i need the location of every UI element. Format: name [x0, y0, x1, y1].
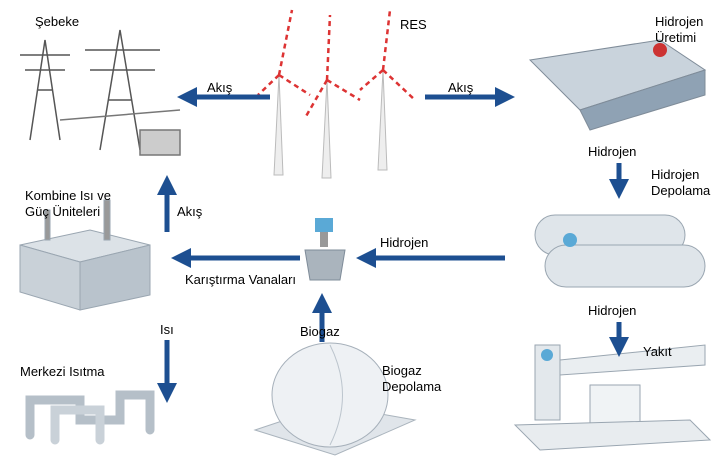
label-mixing-valves: Karıştırma Vanaları	[185, 272, 297, 287]
mixing-valve-icon	[304, 218, 346, 281]
label-chp-2: Güç Üniteleri	[25, 204, 101, 219]
label-h2-storage-1: Hidrojen	[651, 167, 700, 182]
district-heating-pipes-icon	[25, 390, 155, 445]
label-flow-heat: Isı	[160, 322, 174, 337]
label-flow-biogas: Biogaz	[300, 324, 340, 339]
label-res: RES	[400, 17, 427, 32]
hydrogen-tank-icon	[534, 214, 706, 288]
label-flow-res-h2: Akış	[448, 80, 474, 95]
electrolyzer-icon	[528, 39, 707, 131]
label-biogas-storage-2: Depolama	[382, 379, 442, 394]
label-flow-h2-prod: Hidrojen	[588, 144, 637, 159]
label-flow-chp-grid: Akış	[177, 204, 203, 219]
wind-turbine-icon	[257, 9, 416, 179]
label-flow-storage-fuel: Hidrojen	[588, 303, 637, 318]
fuel-station-icon	[513, 344, 712, 451]
label-flow-fuel: Yakıt	[643, 344, 672, 359]
label-h2-storage-2: Depolama	[651, 183, 711, 198]
label-flow-res-grid: Akış	[207, 80, 233, 95]
label-h2-production-2: Üretimi	[655, 30, 697, 45]
label-grid: Şebeke	[35, 14, 80, 29]
biogas-storage-icon	[253, 342, 417, 456]
label-flow-storage-valve: Hidrojen	[380, 235, 429, 250]
label-chp-1: Kombine Isı ve	[25, 188, 111, 203]
label-district-heating: Merkezi Isıtma	[20, 364, 105, 379]
chp-unit-icon	[19, 199, 151, 311]
label-h2-production-1: Hidrojen	[655, 14, 704, 29]
label-biogas-storage-1: Biogaz	[382, 363, 422, 378]
power-pylon-icon	[20, 29, 181, 156]
